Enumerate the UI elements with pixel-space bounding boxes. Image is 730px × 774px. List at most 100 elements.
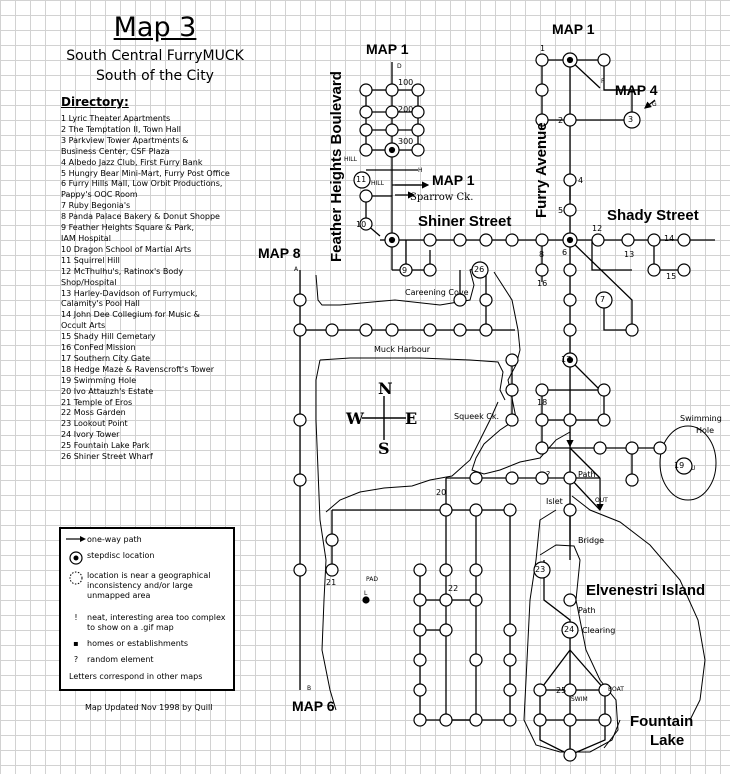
dotted-circle-icon <box>69 571 83 585</box>
place-elvenestri: Elvenestri Island <box>586 582 706 599</box>
legend-inconsistency-text: location is near a geographical inconsis… <box>87 571 211 600</box>
link-map8[interactable]: MAP 8 <box>258 245 301 261</box>
link-map1-c[interactable]: MAP 1 <box>432 172 475 188</box>
directory-item: 11 Squirrel Hill <box>61 255 120 265</box>
node-14: 14 <box>664 234 675 243</box>
directory-item: Occult Arts <box>61 321 106 331</box>
directory-item: IAM Hospital <box>61 233 111 243</box>
place-squeek: Squeek Ck. <box>454 412 500 421</box>
directory-item: 24 Ivory Tower <box>61 430 120 440</box>
node-200: 200 <box>398 105 414 114</box>
directory-item: 19 Swimming Hole <box>61 375 137 385</box>
place-swim: SWIM <box>571 696 588 703</box>
node-20: 20 <box>436 488 447 497</box>
place-careening: Careening Cove <box>405 288 469 297</box>
circle-24: 24 <box>564 625 575 634</box>
node-25: 25 <box>556 686 567 695</box>
node-9: 9 <box>402 266 408 275</box>
directory-item: 17 Southern City Gate <box>61 353 151 363</box>
legend-inconsistency: location is near a geographical inconsis… <box>65 571 229 601</box>
directory-item: 14 John Dee Collegium for Music & <box>61 310 200 320</box>
letter-a: A <box>294 266 299 273</box>
directory-item: 15 Shady Hill Cemetary <box>61 332 156 342</box>
legend-random-text: random element <box>87 655 154 664</box>
directory-item: 10 Dragon School of Martial Arts <box>61 244 192 254</box>
letter-u: U <box>691 465 696 472</box>
directory-item: Shop/Hospital <box>61 277 117 287</box>
legend-letters: Letters correspond in other maps <box>65 672 229 682</box>
directory-item: 2 The Temptation II, Town Hall <box>61 124 182 134</box>
link-map1-b[interactable]: MAP 1 <box>552 21 595 37</box>
coastlines <box>315 264 717 753</box>
legend-box: one-way path stepdisc location location … <box>59 527 235 691</box>
directory-item: 8 Panda Palace Bakery & Donut Shoppe <box>61 212 220 222</box>
compass-s: S <box>378 439 390 458</box>
legend-one-way: one-way path <box>65 535 229 545</box>
letter-d: D <box>397 63 402 70</box>
directory-item: 5 Hungry Bear Mini-Mart, Furry Post Offi… <box>61 168 230 178</box>
node-8: 8 <box>539 250 545 259</box>
directory-item: 22 Moss Garden <box>61 408 126 418</box>
street-shiner: Shiner Street <box>418 213 512 230</box>
node-1: 1 <box>540 44 546 53</box>
place-fountain-lake-2: Lake <box>650 732 685 749</box>
legend-letters-text: Letters correspond in other maps <box>69 672 203 681</box>
circle-23: 23 <box>535 565 546 574</box>
node-16: 16 <box>537 279 548 288</box>
letter-f: F <box>601 78 605 85</box>
place-clearing: Clearing <box>582 626 616 635</box>
link-map6[interactable]: MAP 6 <box>292 698 335 714</box>
place-path-2: Path <box>578 606 596 615</box>
directory-item: 9 Feather Heights Square & Park, <box>61 223 195 233</box>
node-21: 21 <box>326 578 337 587</box>
legend-stepdisc-text: stepdisc location <box>87 551 155 560</box>
street-shady: Shady Street <box>607 207 699 224</box>
circle-3: 3 <box>628 115 634 124</box>
directory-item: 3 Parkview Tower Apartments & <box>61 135 189 145</box>
link-map1-a[interactable]: MAP 1 <box>366 41 409 57</box>
node-300: 300 <box>398 137 414 146</box>
directory-item: 25 Fountain Lake Park <box>61 441 150 451</box>
compass-w: W <box>346 409 364 428</box>
legend-bang-text: neat, interesting area too complex to sh… <box>87 613 226 632</box>
node-100: 100 <box>398 78 414 87</box>
place-muck-harbour: Muck Harbour <box>374 345 431 354</box>
road-intersections <box>293 53 691 762</box>
node-5: 5 <box>558 206 564 215</box>
legend-homes: ▪ homes or establishments <box>65 639 229 649</box>
circle-7: 7 <box>600 295 606 304</box>
updated-note: Map Updated Nov 1998 by Quill <box>85 703 213 712</box>
directory-item: Calamity's Pool Hall <box>61 299 140 309</box>
node-6: 6 <box>562 248 568 257</box>
circle-19: 19 <box>674 461 685 470</box>
place-swimming: Swimming <box>680 414 722 423</box>
directory-item: 23 Lookout Point <box>61 419 128 429</box>
directory-item: 12 McThulhu's, Ratinox's Body <box>61 266 184 276</box>
legend-random: ? random element <box>65 655 229 665</box>
stepdisc-markers <box>353 52 693 639</box>
node-12: 12 <box>592 224 603 233</box>
map-subtitle-region: South of the City <box>96 68 214 84</box>
place-hole: Hole <box>696 426 715 435</box>
stepdisc-icon <box>69 551 83 565</box>
compass-rose <box>362 396 406 440</box>
circle-11: 11 <box>356 175 367 184</box>
directory-list: 1 Lyric Theater Apartments 2 The Temptat… <box>61 114 286 463</box>
map-subtitle: South Central FurryMUCK <box>66 48 244 64</box>
arrow-right-icon <box>66 536 86 542</box>
legend-bang: ! neat, interesting area too complex to … <box>65 613 229 633</box>
legend-random-symbol: ? <box>73 655 79 664</box>
legend-homes-text: homes or establishments <box>87 639 189 648</box>
letter-l: L <box>364 590 368 597</box>
place-out: OUT <box>595 497 608 504</box>
legend-one-way-text: one-way path <box>87 535 142 544</box>
place-islet: Islet <box>546 497 563 506</box>
directory-item: Pappy's OOC Room <box>61 190 138 200</box>
node-2: 2 <box>558 116 564 125</box>
directory-item: Business Center, CSF Plaza <box>61 146 170 156</box>
place-bridge: Bridge <box>578 536 605 545</box>
link-map4[interactable]: MAP 4 <box>615 82 658 98</box>
place-hill-2: HILL <box>371 180 384 187</box>
one-way-arrows <box>395 89 656 512</box>
